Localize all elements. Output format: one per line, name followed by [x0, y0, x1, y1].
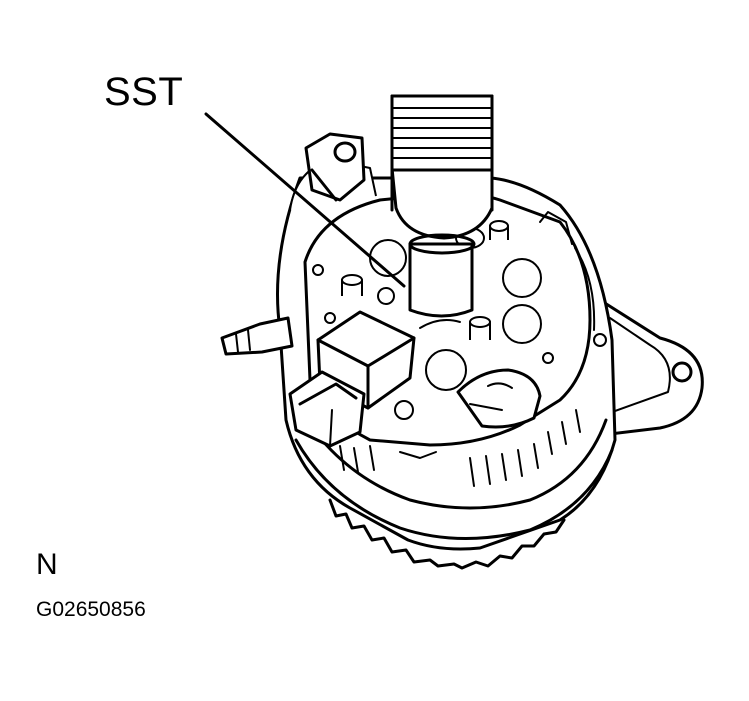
stud-bolt-icon — [341, 220, 509, 420]
sst-wrench-icon — [390, 94, 494, 318]
callout-leader-line — [204, 112, 406, 288]
figure-code: G02650856 — [36, 598, 146, 621]
terminal-block-icon — [304, 132, 366, 202]
connector-plug-icon — [288, 310, 416, 448]
regulator-icon — [419, 319, 542, 429]
orientation-mark: N — [36, 548, 58, 581]
sst-callout-label: SST — [104, 70, 184, 114]
output-terminal-icon — [220, 316, 294, 356]
rectifier-teeth-icon — [339, 409, 581, 487]
